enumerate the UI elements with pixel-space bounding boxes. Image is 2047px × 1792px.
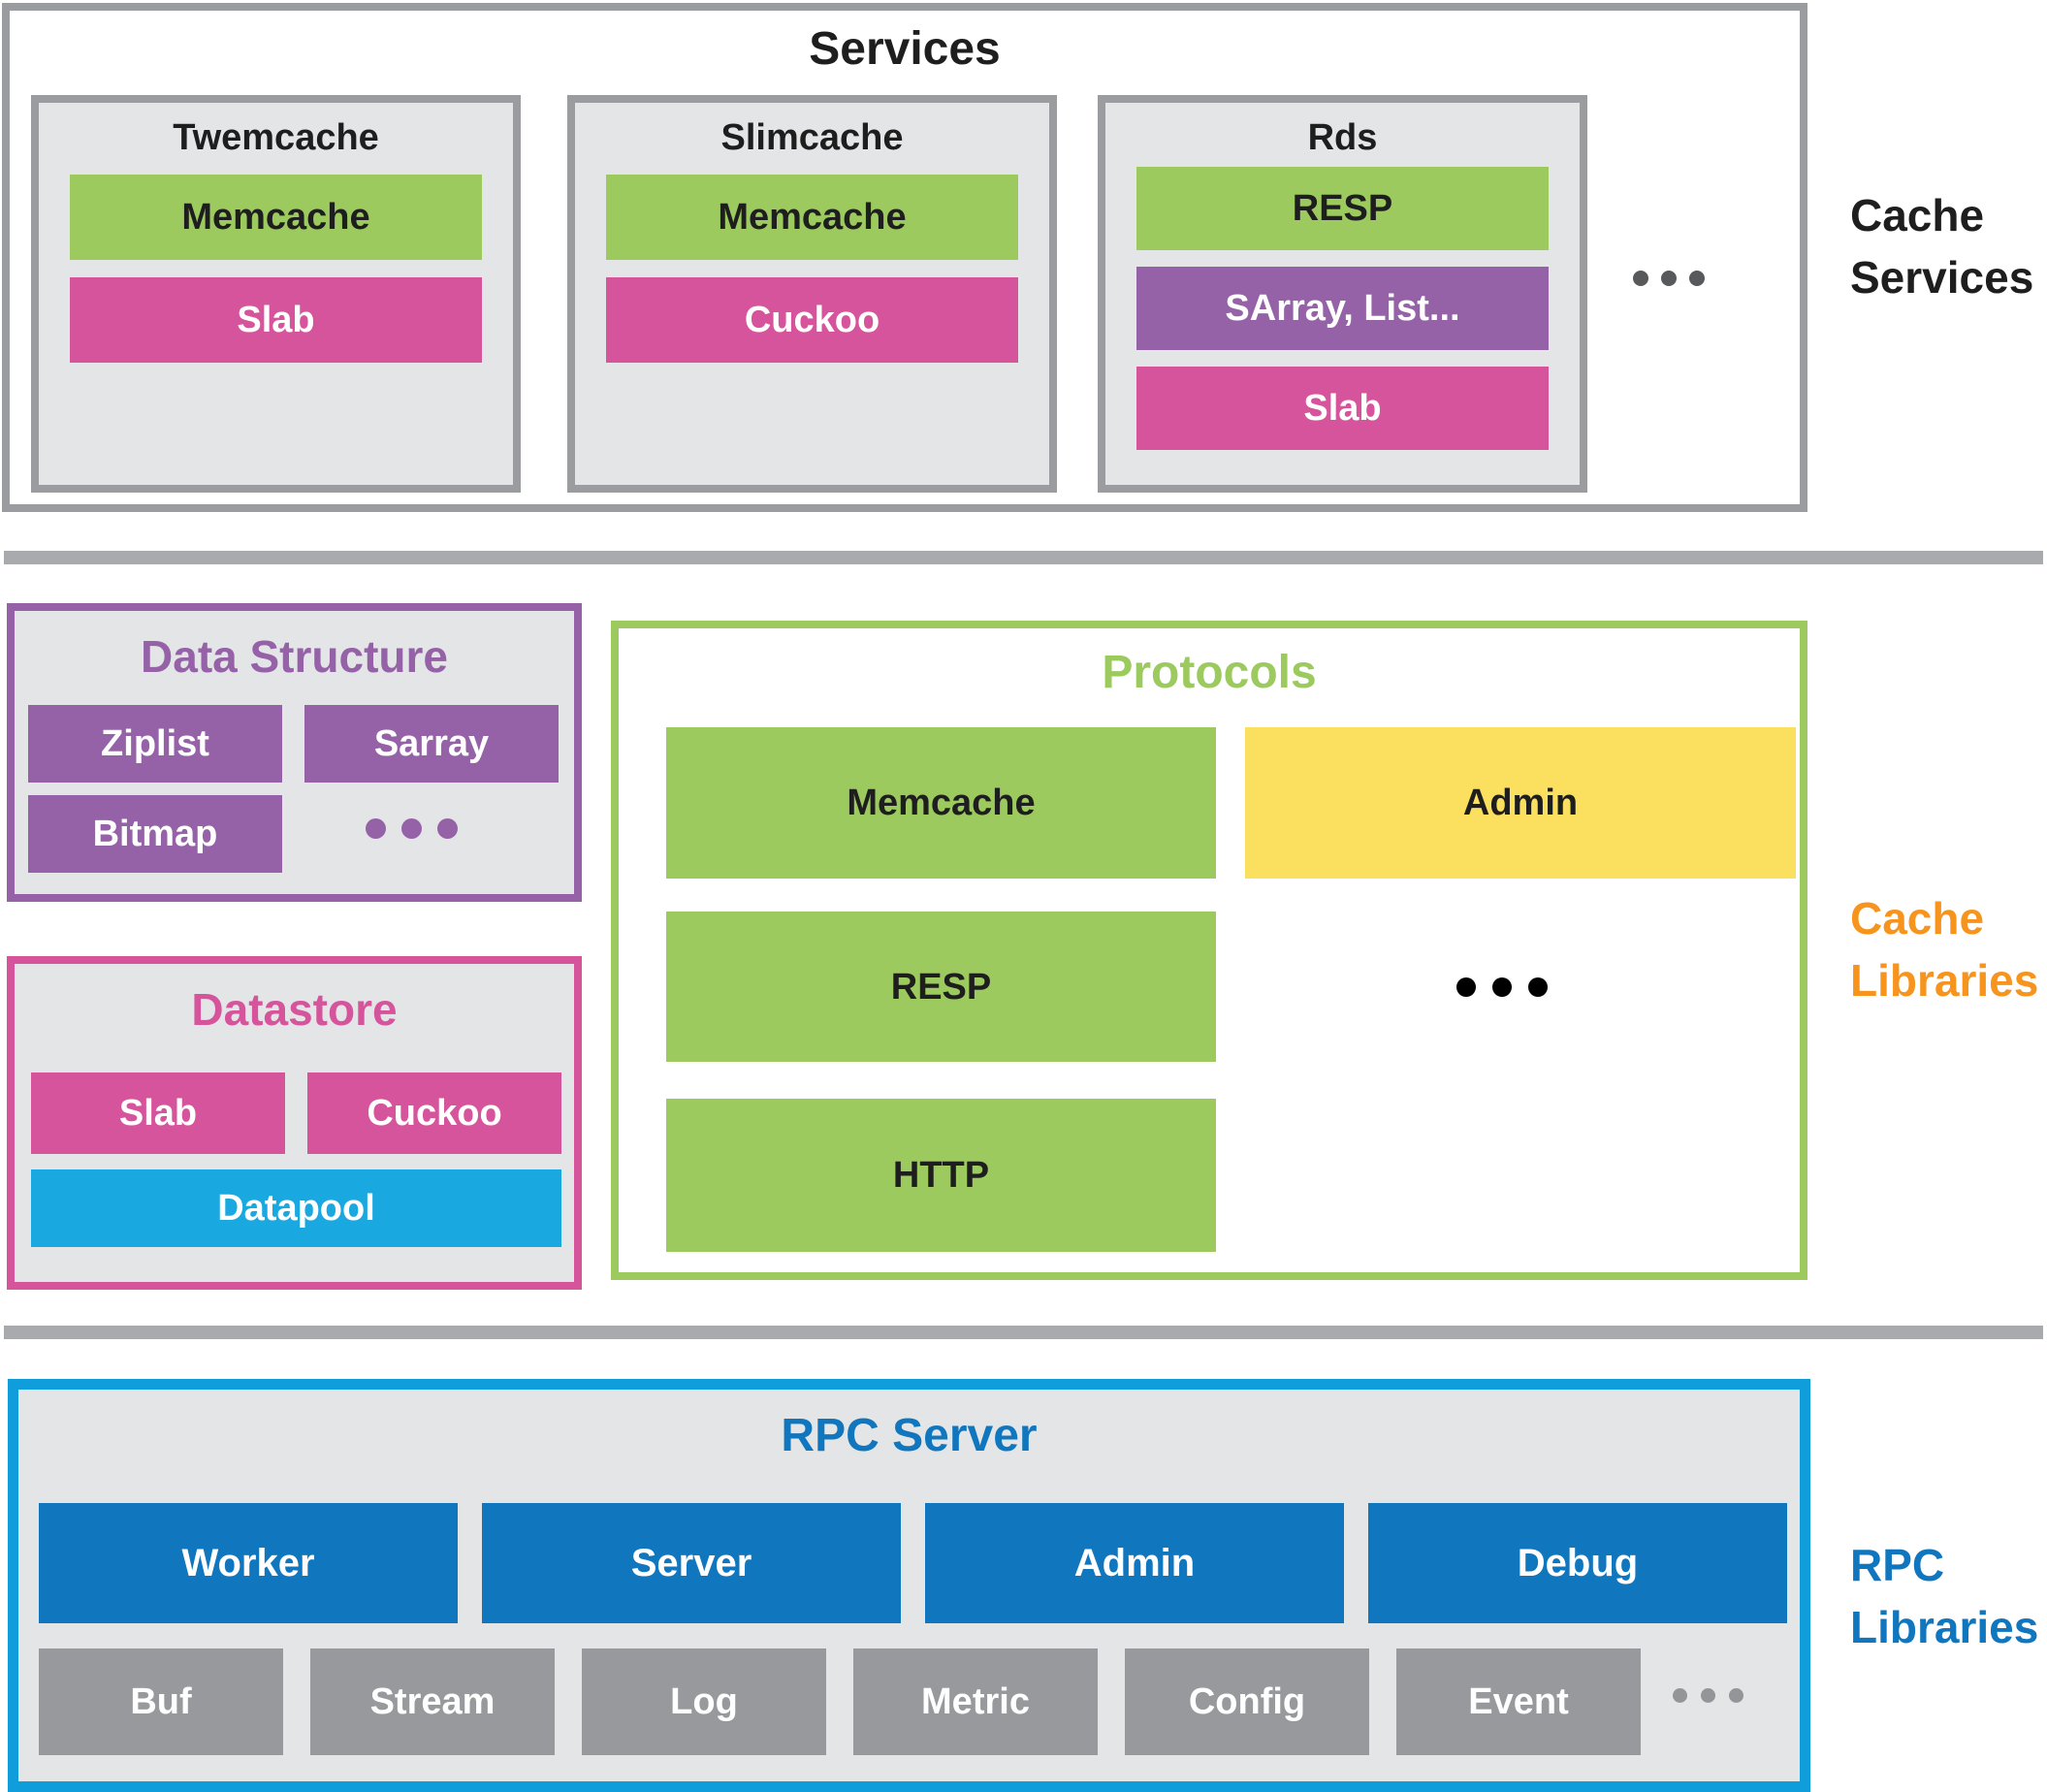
- service-box-slimcache: Slimcache Memcache Cuckoo: [567, 95, 1057, 493]
- chip-slab: Slab: [70, 277, 482, 363]
- protocols-title: Protocols: [1102, 647, 1317, 698]
- chip-event: Event: [1396, 1648, 1641, 1755]
- chip-config: Config: [1125, 1648, 1369, 1755]
- dot: [1661, 271, 1677, 286]
- chip-admin-protocol: Admin: [1245, 727, 1796, 879]
- ellipsis-dots-protocols: [1456, 977, 1564, 997]
- section-divider: [4, 551, 2043, 564]
- chip-worker: Worker: [39, 1503, 458, 1623]
- chip-sarray-list: SArray, List...: [1136, 267, 1549, 350]
- cache-services-label-line1: Cache: [1850, 190, 1985, 240]
- cache-services-label: Cache Services: [1850, 184, 2033, 308]
- dot: [1729, 1688, 1743, 1703]
- rpc-libraries-label-line1: RPC: [1850, 1540, 1945, 1590]
- chip-server: Server: [482, 1503, 901, 1623]
- chip-sarray: Sarray: [304, 705, 559, 783]
- cache-libraries-label-line1: Cache: [1850, 893, 1985, 944]
- datastore-title: Datastore: [191, 984, 398, 1035]
- chip-stream: Stream: [310, 1648, 555, 1755]
- chip-http-protocol: HTTP: [666, 1099, 1216, 1252]
- dot: [1701, 1688, 1715, 1703]
- dot: [1528, 977, 1548, 997]
- dot: [1673, 1688, 1687, 1703]
- rpc-libraries-label: RPC Libraries: [1850, 1534, 2038, 1658]
- dot: [1689, 271, 1705, 286]
- service-box-title: Twemcache: [173, 117, 379, 158]
- data-structure-panel: Data Structure Ziplist Sarray Bitmap: [7, 603, 582, 902]
- chip-debug: Debug: [1368, 1503, 1787, 1623]
- cache-services-label-line2: Services: [1850, 252, 2034, 303]
- chip-cuckoo: Cuckoo: [307, 1072, 561, 1154]
- chip-metric: Metric: [853, 1648, 1098, 1755]
- chip-memcache: Memcache: [70, 175, 482, 260]
- ellipsis-dots-data-structure: [366, 818, 473, 839]
- services-panel: Services Twemcache Memcache Slab Slimcac…: [2, 3, 1807, 512]
- dot: [1456, 977, 1476, 997]
- chip-cuckoo: Cuckoo: [606, 277, 1018, 363]
- chip-datapool: Datapool: [31, 1169, 561, 1247]
- dot: [1492, 977, 1512, 997]
- chip-memcache-protocol: Memcache: [666, 727, 1216, 879]
- service-box-title: Rds: [1307, 117, 1378, 158]
- data-structure-title: Data Structure: [141, 631, 448, 682]
- chip-ziplist: Ziplist: [28, 705, 282, 783]
- rpc-server-panel: RPC Server Worker Server Admin Debug Buf…: [8, 1379, 1810, 1792]
- protocols-panel: Protocols Memcache Admin RESP HTTP: [611, 621, 1807, 1280]
- service-box-twemcache: Twemcache Memcache Slab: [31, 95, 521, 493]
- dot: [366, 818, 386, 839]
- chip-slab: Slab: [1136, 367, 1549, 450]
- chip-admin-rpc: Admin: [925, 1503, 1344, 1623]
- section-divider: [4, 1326, 2043, 1339]
- chip-resp: RESP: [1136, 167, 1549, 250]
- chip-memcache: Memcache: [606, 175, 1018, 260]
- rpc-server-title: RPC Server: [781, 1410, 1038, 1461]
- services-title: Services: [809, 23, 1001, 75]
- dot: [437, 818, 458, 839]
- service-box-rds: Rds RESP SArray, List... Slab: [1098, 95, 1587, 493]
- chip-log: Log: [582, 1648, 826, 1755]
- chip-bitmap: Bitmap: [28, 795, 282, 873]
- ellipsis-dots-services: [1633, 271, 1717, 286]
- chip-resp-protocol: RESP: [666, 912, 1216, 1062]
- dot: [401, 818, 422, 839]
- cache-libraries-label: Cache Libraries: [1850, 887, 2038, 1011]
- rpc-libraries-label-line2: Libraries: [1850, 1602, 2039, 1652]
- ellipsis-dots-rpc: [1673, 1688, 1757, 1703]
- chip-slab: Slab: [31, 1072, 285, 1154]
- dot: [1633, 271, 1648, 286]
- datastore-panel: Datastore Slab Cuckoo Datapool: [7, 956, 582, 1290]
- service-box-title: Slimcache: [720, 117, 904, 158]
- chip-buf: Buf: [39, 1648, 283, 1755]
- cache-libraries-label-line2: Libraries: [1850, 955, 2039, 1006]
